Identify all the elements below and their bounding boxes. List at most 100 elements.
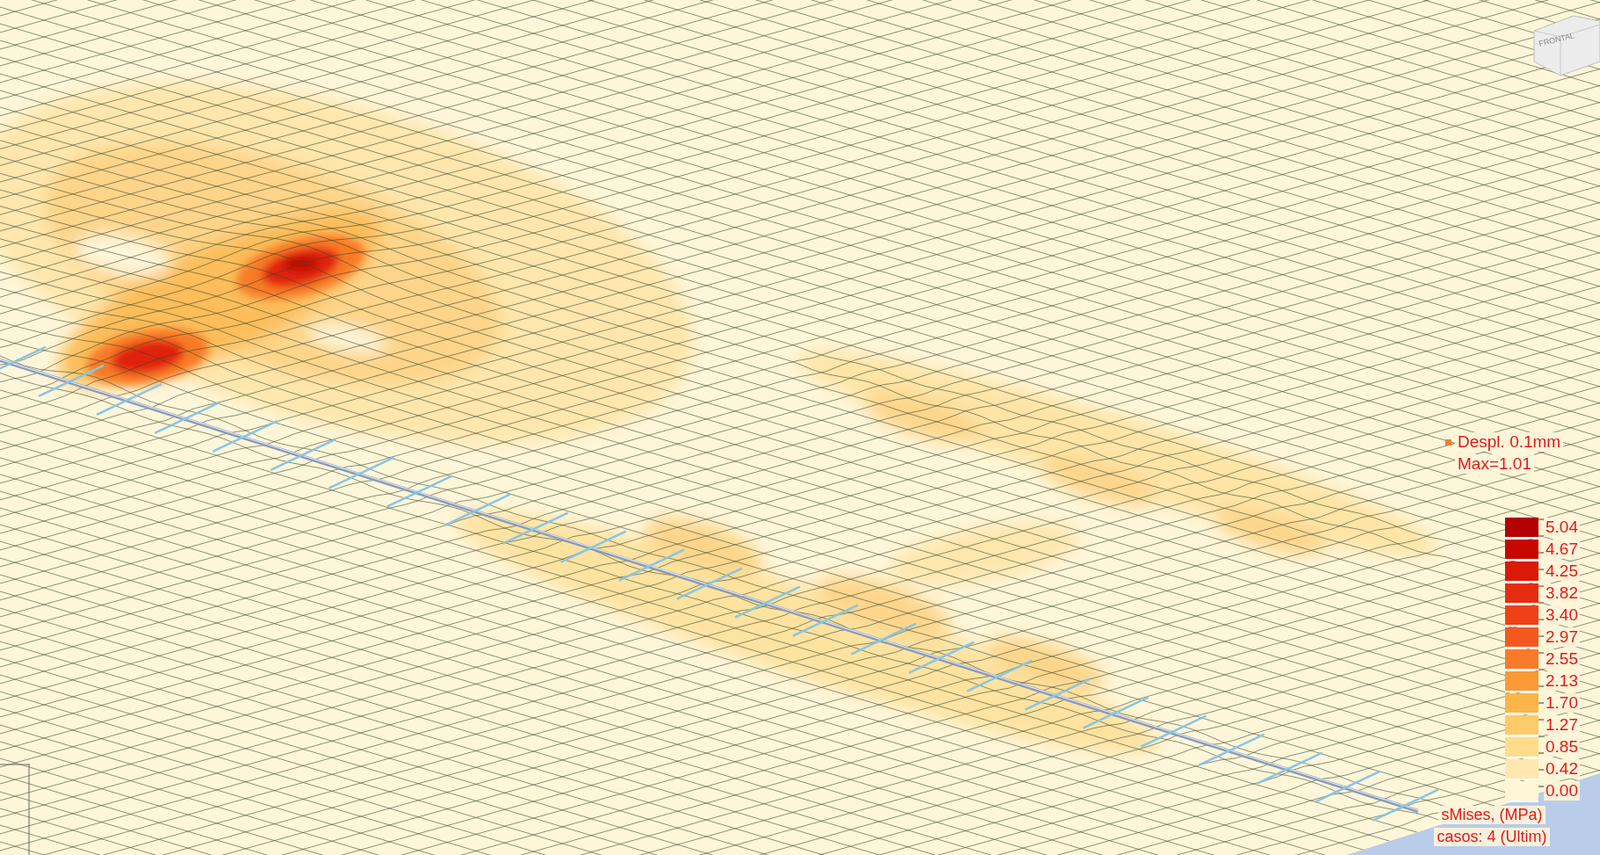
legend-value: 3.40 (1543, 605, 1580, 626)
legend-value: 2.13 (1543, 671, 1580, 691)
mesh-line (0, 250, 1600, 742)
mesh-line (0, 382, 1600, 840)
support-tick (1373, 790, 1439, 822)
legend-value: 0.85 (1543, 737, 1580, 757)
support-tick (734, 587, 800, 619)
support-tick (444, 494, 510, 526)
mesh-line (0, 0, 1600, 303)
mesh-line (0, 0, 1600, 438)
mesh-line (0, 766, 1600, 855)
plot-annotation: sMises, (MPa) (1438, 806, 1545, 825)
mesh-line (0, 649, 1600, 855)
mesh-line (0, 348, 1600, 843)
mesh-line (0, 516, 1600, 855)
support-tick (676, 568, 742, 600)
mesh-line (0, 0, 1600, 88)
legend-swatch (1505, 605, 1539, 627)
support-tick (792, 605, 859, 637)
mesh-line (0, 716, 1600, 855)
plot-annotation: Max=1.01 (1454, 454, 1535, 474)
mesh-line (0, 0, 1600, 105)
support-tick (967, 661, 1033, 692)
mesh-line (0, 0, 1600, 124)
mesh-line (0, 300, 1600, 793)
mesh-line (0, 720, 1600, 855)
mesh-line (0, 582, 1600, 855)
legend-swatch (1505, 671, 1539, 693)
ground-plane (1346, 773, 1600, 855)
axis-fragment (0, 764, 30, 855)
view-cube-label: FRONTAL (1537, 30, 1576, 49)
mesh-line (0, 499, 1600, 855)
mesh-line (0, 0, 1600, 41)
plot-annotation: Despl. 0.1mm (1454, 432, 1564, 452)
support-tick (1315, 771, 1381, 803)
legend-value: 0.42 (1543, 759, 1580, 779)
mesh-line (0, 0, 1600, 72)
legend-swatch (1505, 561, 1539, 583)
support-tick (1025, 679, 1091, 711)
mesh-line (0, 0, 1600, 375)
mesh-line (0, 549, 1600, 855)
mesh-line (0, 267, 1600, 759)
legend-swatch (1505, 737, 1539, 759)
legend-swatch (1505, 539, 1539, 561)
support-tick (270, 439, 336, 471)
legend-swatch (1505, 781, 1539, 803)
mesh-line (0, 118, 1600, 609)
legend-swatch (1505, 759, 1539, 781)
legend-value: 2.55 (1543, 649, 1580, 670)
mesh-line (0, 0, 1600, 91)
mesh-line (0, 167, 1600, 658)
mesh-line (0, 0, 1600, 220)
support-tick (850, 624, 917, 655)
view-cube-face (1534, 15, 1600, 76)
mesh-line (0, 0, 1600, 388)
mesh-line (0, 148, 1600, 606)
contour-zone (1210, 499, 1331, 565)
support-tick (1083, 698, 1149, 729)
contour-zone (441, 477, 1171, 788)
legend-value: 4.67 (1543, 539, 1580, 560)
mesh-line (0, 632, 1600, 855)
support-tick (618, 550, 684, 582)
mesh-line (0, 0, 1600, 336)
stress-peak (109, 334, 188, 379)
mesh-line (0, 333, 1600, 825)
support-tick (38, 365, 104, 397)
displacement-icon (1445, 439, 1452, 446)
support-tick (212, 421, 278, 452)
beam (0, 347, 1439, 822)
mesh-line (0, 0, 1600, 237)
mesh-line (0, 68, 1600, 559)
legend-value: 2.97 (1543, 627, 1580, 648)
beam-highlight (0, 359, 1419, 811)
mesh-line (0, 0, 1600, 204)
mesh-line (0, 770, 1600, 855)
legend-swatch (1505, 517, 1539, 539)
mesh-line (0, 0, 1600, 459)
mesh-line (0, 699, 1600, 855)
mesh-line (0, 0, 1600, 5)
mesh-line (0, 569, 1600, 855)
mesh-line (0, 399, 1600, 855)
mesh-line (0, 666, 1600, 855)
support-tick (560, 531, 626, 563)
mesh-line (0, 415, 1600, 855)
mesh-line (0, 0, 1600, 58)
support-tick (0, 347, 46, 379)
contour-zone (637, 506, 769, 589)
mesh-line (0, 636, 1600, 855)
stress-peaks (82, 223, 372, 394)
mesh-line (0, 0, 1600, 8)
beam-line (0, 360, 1419, 812)
mesh-line (0, 703, 1600, 855)
mesh-line (0, 0, 1600, 408)
legend-value: 4.25 (1543, 561, 1580, 582)
mesh-line (0, 800, 1600, 855)
mesh-line (0, 1, 1600, 492)
mesh-line (0, 753, 1600, 855)
legend-value: 5.04 (1543, 517, 1580, 538)
